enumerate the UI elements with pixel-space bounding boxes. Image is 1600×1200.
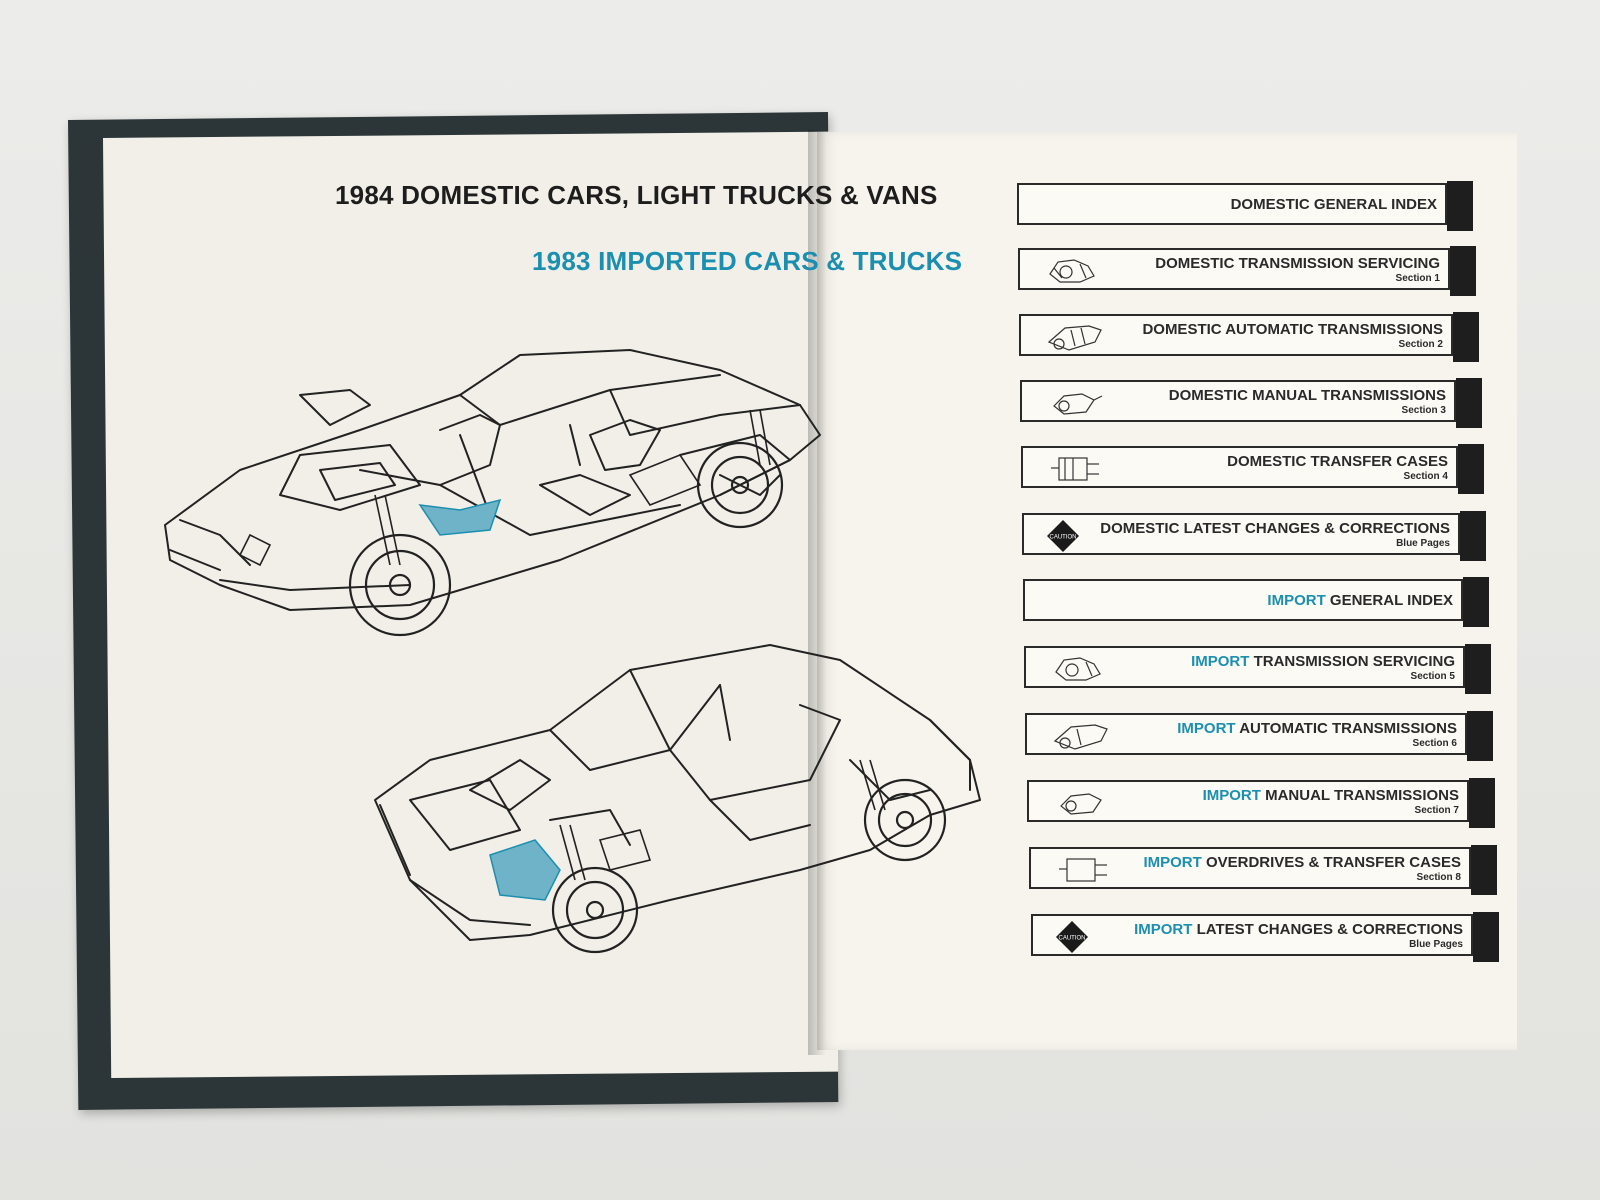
import-prefix: IMPORT (1134, 920, 1193, 938)
tab-section: Section 4 (1403, 470, 1448, 482)
tab-section: Blue Pages (1396, 537, 1450, 549)
import-prefix: IMPORT (1143, 853, 1202, 871)
title-domestic: 1984 DOMESTIC CARS, LIGHT TRUCKS & VANS (335, 180, 938, 210)
tab-edge-marker (1471, 845, 1497, 895)
tab-edge-marker (1473, 912, 1499, 962)
tab-edge-marker (1463, 577, 1489, 627)
tab-label: DOMESTIC LATEST CHANGES & CORRECTIONS (1100, 519, 1450, 537)
tab-section: Section 7 (1414, 804, 1459, 816)
tab-label: DOMESTIC GENERAL INDEX (1230, 195, 1437, 213)
tab-label: DOMESTIC TRANSMISSION SERVICING (1155, 254, 1440, 272)
tab-label: IMPORT OVERDRIVES & TRANSFER CASES (1143, 853, 1461, 871)
transmission-sketch-icon (1049, 259, 1095, 283)
sedan-cutaway-illustration (164, 349, 821, 637)
caution-icon: CAUTION (1056, 921, 1088, 953)
tab-import-latest-changes[interactable]: CAUTION IMPORT LATEST CHANGES & CORRECTI… (1031, 912, 1499, 962)
transfer-case-icon (1051, 457, 1099, 481)
svg-text:CAUTION: CAUTION (1059, 936, 1086, 942)
tab-section: Blue Pages (1409, 938, 1463, 950)
tab-section: Section 5 (1410, 670, 1455, 682)
tab-edge-marker (1447, 181, 1473, 231)
import-prefix: IMPORT (1191, 652, 1250, 670)
svg-text:CAUTION: CAUTION (1050, 535, 1077, 541)
tab-edge-marker (1460, 511, 1486, 561)
automatic-transmission-icon (1053, 724, 1108, 750)
tab-label: DOMESTIC AUTOMATIC TRANSMISSIONS (1142, 320, 1443, 338)
tab-edge-marker (1469, 778, 1495, 828)
tab-import-general-index[interactable]: IMPORT GENERAL INDEX (1023, 577, 1489, 627)
tab-label: IMPORT GENERAL INDEX (1267, 591, 1453, 609)
tab-domestic-latest-changes[interactable]: CAUTION DOMESTIC LATEST CHANGES & CORREC… (1022, 511, 1486, 561)
tab-edge-marker (1465, 644, 1491, 694)
transmission-sketch-icon (1055, 657, 1101, 681)
title-imported: 1983 IMPORTED CARS & TRUCKS (532, 246, 963, 276)
import-prefix: IMPORT (1202, 786, 1261, 804)
tab-edge-marker (1456, 378, 1482, 428)
spine-shadow (808, 130, 826, 1055)
tab-edge-marker (1453, 312, 1479, 362)
tab-label: IMPORT LATEST CHANGES & CORRECTIONS (1134, 920, 1463, 938)
tab-section: Section 2 (1398, 338, 1443, 350)
tab-domestic-general-index[interactable]: DOMESTIC GENERAL INDEX (1017, 181, 1473, 231)
tab-label: DOMESTIC MANUAL TRANSMISSIONS (1168, 386, 1446, 404)
tab-edge-marker (1467, 711, 1493, 761)
tab-label: IMPORT MANUAL TRANSMISSIONS (1202, 786, 1459, 804)
transfer-case-icon (1059, 858, 1107, 882)
tab-label: IMPORT AUTOMATIC TRANSMISSIONS (1177, 719, 1457, 737)
import-prefix: IMPORT (1177, 719, 1236, 737)
caution-icon: CAUTION (1047, 520, 1079, 552)
automatic-transmission-icon (1047, 325, 1102, 351)
tab-edge-marker (1450, 246, 1476, 296)
tab-section: Section 3 (1401, 404, 1446, 416)
tab-edge-marker (1458, 444, 1484, 494)
manual-transmission-icon (1060, 793, 1102, 815)
manual-transmission-icon (1053, 393, 1103, 415)
tab-label: IMPORT TRANSMISSION SERVICING (1191, 652, 1455, 670)
hatchback-cutaway-illustration (374, 644, 981, 954)
tab-section: Section 6 (1412, 737, 1457, 749)
tab-section: Section 8 (1416, 871, 1461, 883)
tab-section: Section 1 (1395, 272, 1440, 284)
tab-label: DOMESTIC TRANSFER CASES (1227, 452, 1448, 470)
import-prefix: IMPORT (1267, 591, 1326, 609)
